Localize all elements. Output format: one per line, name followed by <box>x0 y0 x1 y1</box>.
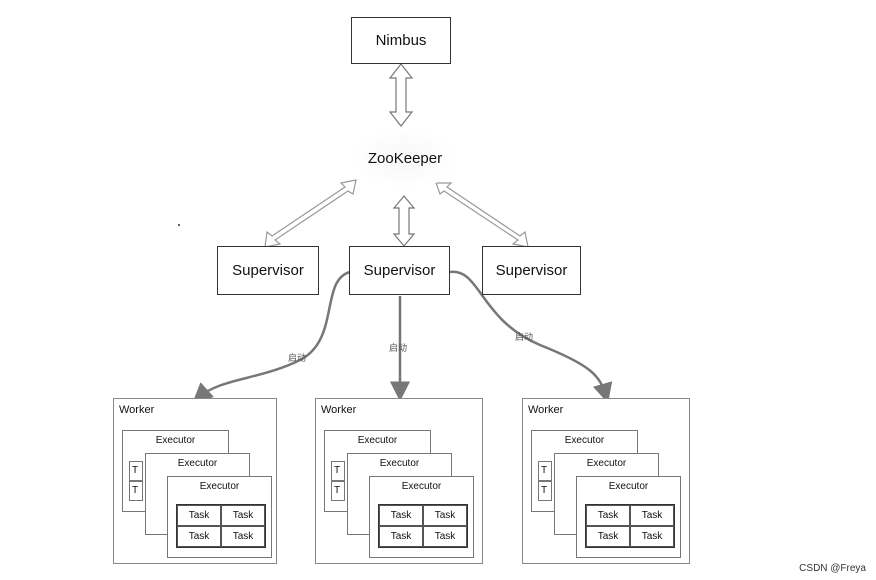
worker-box: Worker Executor T T Executor Executor Ta… <box>113 398 277 564</box>
task-cell-partial: T <box>331 461 345 481</box>
task-grid: Task Task Task Task <box>176 504 266 548</box>
worker-label: Worker <box>528 404 564 416</box>
supervisor-left-node: Supervisor <box>217 246 319 295</box>
zookeeper-label: ZooKeeper <box>367 149 443 167</box>
executor-label: Executor <box>177 458 218 469</box>
supervisor-center-node: Supervisor <box>349 246 450 295</box>
task-cell: Task <box>221 526 265 547</box>
worker-box: Worker Executor T T Executor Executor Ta… <box>522 398 690 564</box>
nimbus-zookeeper-arrow <box>388 63 414 127</box>
supervisor-right-node: Supervisor <box>482 246 581 295</box>
executor-label: Executor <box>155 435 196 446</box>
zookeeper-node: ZooKeeper <box>350 128 460 188</box>
task-cell: Task <box>423 526 467 547</box>
task-grid: Task Task Task Task <box>378 504 468 548</box>
zookeeper-supervisor-center-arrow <box>392 195 416 247</box>
launch-label-right: 启动 <box>515 332 534 342</box>
task-cell-partial: T <box>129 461 143 481</box>
executor-box: Executor Task Task Task Task <box>369 476 474 558</box>
worker-label: Worker <box>119 404 155 416</box>
task-cell: Task <box>379 526 423 547</box>
supervisor-center-label: Supervisor <box>363 262 436 279</box>
task-cell: Task <box>586 526 630 547</box>
worker-box: Worker Executor T T Executor Executor Ta… <box>315 398 483 564</box>
task-cell: Task <box>423 505 467 526</box>
watermark: CSDN @Freya <box>799 563 866 574</box>
task-cell: Task <box>221 505 265 526</box>
task-cell: Task <box>630 526 674 547</box>
task-cell: Task <box>379 505 423 526</box>
nimbus-node: Nimbus <box>351 17 451 64</box>
worker-label: Worker <box>321 404 357 416</box>
launch-label-left: 启动 <box>288 353 307 363</box>
executor-label: Executor <box>379 458 420 469</box>
supervisor-left-label: Supervisor <box>232 262 304 279</box>
task-cell-partial: T <box>538 481 552 501</box>
task-cell: Task <box>630 505 674 526</box>
executor-label: Executor <box>199 481 240 492</box>
nimbus-label: Nimbus <box>375 32 427 49</box>
executor-box: Executor Task Task Task Task <box>576 476 681 558</box>
executor-box: Executor Task Task Task Task <box>167 476 272 558</box>
task-cell: Task <box>177 526 221 547</box>
launch-label-center: 启动 <box>389 343 408 353</box>
zookeeper-supervisor-left-arrow <box>264 179 357 248</box>
task-cell-partial: T <box>538 461 552 481</box>
executor-label: Executor <box>401 481 442 492</box>
task-cell-partial: T <box>331 481 345 501</box>
executor-label: Executor <box>564 435 605 446</box>
task-cell: Task <box>586 505 630 526</box>
supervisor-right-label: Supervisor <box>495 262 568 279</box>
task-grid: Task Task Task Task <box>585 504 675 548</box>
executor-label: Executor <box>608 481 649 492</box>
task-cell: Task <box>177 505 221 526</box>
executor-label: Executor <box>586 458 627 469</box>
task-cell-partial: T <box>129 481 143 501</box>
zookeeper-supervisor-right-arrow <box>435 182 529 248</box>
executor-label: Executor <box>357 435 398 446</box>
